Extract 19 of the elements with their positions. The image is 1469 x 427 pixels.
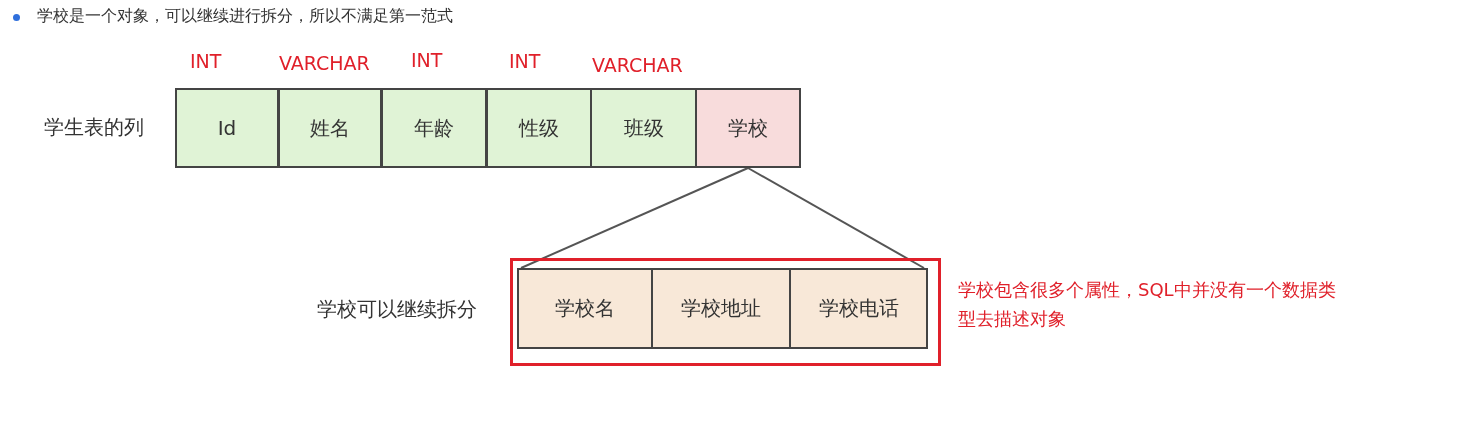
table-cell: Id bbox=[175, 88, 279, 168]
table-cell: 年龄 bbox=[381, 88, 487, 168]
type-label: VARCHAR bbox=[279, 52, 370, 74]
type-label: INT bbox=[190, 50, 222, 72]
table-cell: 性级 bbox=[486, 88, 592, 168]
type-label: INT bbox=[411, 49, 443, 71]
table-cell: 学校 bbox=[695, 88, 801, 168]
table-cell: 学校名 bbox=[517, 268, 653, 349]
note-text: 学校包含很多个属性，SQL中并没有一个数据类型去描述对象 bbox=[958, 278, 1337, 331]
heading: 学校是一个对象，可以继续进行拆分，所以不满足第一范式 bbox=[37, 6, 453, 27]
row-label: 学校可以继续拆分 bbox=[317, 296, 477, 323]
table-cell: 班级 bbox=[590, 88, 697, 168]
table-cell: 学校地址 bbox=[651, 268, 791, 349]
table-cell: 学校电话 bbox=[789, 268, 928, 349]
row-label: 学生表的列 bbox=[44, 114, 144, 141]
type-label: VARCHAR bbox=[592, 54, 683, 76]
frame-box bbox=[510, 258, 941, 366]
table-cell: 姓名 bbox=[278, 88, 382, 168]
type-label: INT bbox=[509, 50, 541, 72]
